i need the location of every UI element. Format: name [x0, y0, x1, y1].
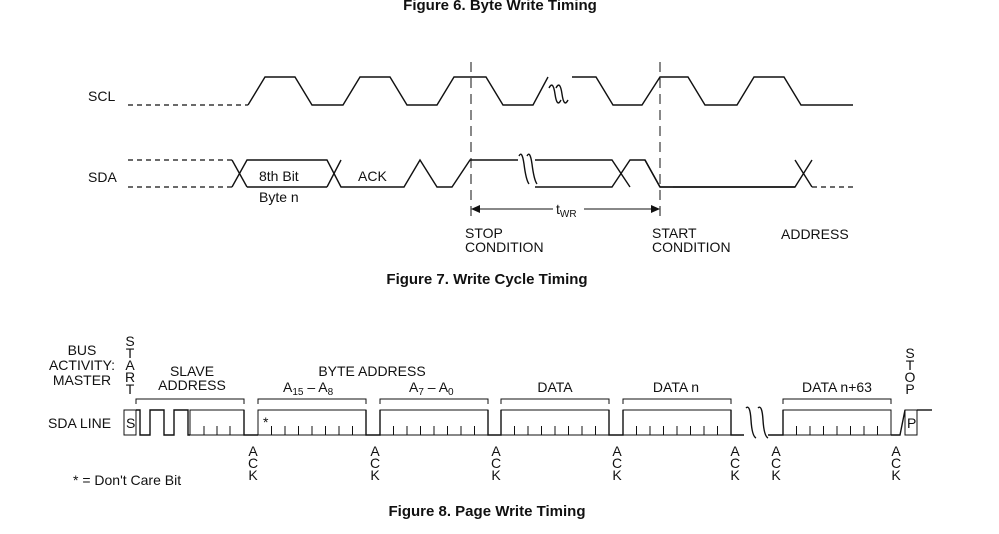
ack-label: ACK: [358, 168, 387, 184]
ack-letter: K: [248, 467, 258, 483]
ack-letter: A: [771, 443, 781, 459]
break-mark-2: [757, 406, 769, 439]
bus-label-line2: ACTIVITY:: [49, 357, 115, 373]
start-vertical-letter: S: [125, 333, 134, 349]
ack-letter: C: [771, 455, 781, 471]
stop-bit-letter: P: [907, 415, 916, 431]
ack-letter: A: [370, 443, 380, 459]
data-label: DATA: [537, 379, 573, 395]
start-label-line1: START: [652, 225, 697, 241]
ack-letter: C: [491, 455, 501, 471]
ack-letter: C: [248, 455, 258, 471]
start-label-line2: CONDITION: [652, 239, 731, 255]
address-high-range: A15 – A8: [283, 379, 334, 398]
ack-letter: C: [891, 455, 901, 471]
scl-waveform: [128, 76, 853, 106]
figure-8-caption: Figure 8. Page Write Timing: [389, 503, 586, 520]
ack-letter: C: [370, 455, 380, 471]
start-vertical-letter: T: [126, 381, 135, 397]
ack-letter: A: [248, 443, 258, 459]
address-low-range: A7 – A0: [409, 379, 454, 398]
ack-letter: K: [370, 467, 380, 483]
start-bit-letter: S: [126, 415, 135, 431]
ack-gap: [608, 410, 624, 436]
ack-letter: C: [612, 455, 622, 471]
stop-vertical-letter: S: [905, 345, 914, 361]
ack-letter: K: [612, 467, 622, 483]
ack-letter: K: [891, 467, 901, 483]
figure-7-write-cycle-timing: SCL SDA 8th Bit: [88, 62, 853, 288]
ack-gap: [730, 410, 744, 436]
start-vertical-label: START: [125, 333, 135, 397]
ack-letter: K: [730, 467, 740, 483]
stop-label-line2: CONDITION: [465, 239, 544, 255]
start-vertical-letter: R: [125, 369, 135, 385]
ack-letter: K: [491, 467, 501, 483]
ack-gap: [487, 410, 502, 436]
ack-vertical-label: ACK: [891, 443, 901, 483]
data-n-label: DATA n: [653, 379, 699, 395]
byte-blocks: [257, 409, 892, 436]
start-vertical-letter: T: [126, 345, 135, 361]
figure-8-page-write-timing: BUS ACTIVITY: MASTER START STOP SLAVE AD…: [48, 333, 932, 520]
ack-letter: A: [730, 443, 740, 459]
ack-letter: C: [730, 455, 740, 471]
dont-care-legend: * = Don't Care Bit: [73, 472, 181, 488]
start-vertical-letter: A: [125, 357, 135, 373]
twr-arrow: tWR: [471, 201, 660, 220]
eighth-bit-label: 8th Bit: [259, 168, 299, 184]
sda-waveform: [128, 153, 853, 188]
dont-care-star: *: [263, 414, 269, 430]
ack-vertical-label: ACK: [730, 443, 740, 483]
ack-vertical-label: ACK: [491, 443, 501, 483]
ack-letter: A: [891, 443, 901, 459]
stop-vertical-label: STOP: [905, 345, 916, 397]
stop-label-line1: STOP: [465, 225, 503, 241]
figure-7-caption: Figure 7. Write Cycle Timing: [386, 271, 587, 288]
ack-vertical-label: ACK: [612, 443, 622, 483]
ack-gap: [768, 410, 784, 436]
ack-letter: A: [491, 443, 501, 459]
figure-6-caption: Figure 6. Byte Write Timing: [403, 0, 597, 14]
byte-n-label: Byte n: [259, 189, 299, 205]
break-mark-1: [745, 406, 757, 439]
sda-line-waveform: S * P: [123, 406, 932, 439]
ack-vertical-label: ACK: [248, 443, 258, 483]
address-label: ADDRESS: [781, 226, 849, 242]
data-n63-label: DATA n+63: [802, 379, 872, 395]
ack-vertical-label: ACK: [771, 443, 781, 483]
ack-letter: A: [612, 443, 622, 459]
twr-label: tWR: [556, 201, 577, 220]
ack-vertical-label: ACK: [370, 443, 380, 483]
byte-brackets: [135, 398, 892, 404]
bus-label-line3: MASTER: [53, 372, 111, 388]
bus-label-line1: BUS: [68, 342, 97, 358]
byte-address-label: BYTE ADDRESS: [318, 363, 425, 379]
slave-label-line1: SLAVE: [170, 363, 214, 379]
slave-label-line2: ADDRESS: [158, 377, 226, 393]
sda-line-label: SDA LINE: [48, 415, 111, 431]
stop-vertical-letter: O: [905, 369, 916, 385]
start-bit-box: [123, 409, 137, 436]
ack-gap: [365, 410, 381, 436]
stop-vertical-letter: T: [906, 357, 915, 373]
stop-vertical-letter: P: [905, 381, 914, 397]
sda-label: SDA: [88, 169, 117, 185]
ack-letter: K: [771, 467, 781, 483]
stop-bit-box: [904, 409, 918, 436]
scl-label: SCL: [88, 88, 115, 104]
